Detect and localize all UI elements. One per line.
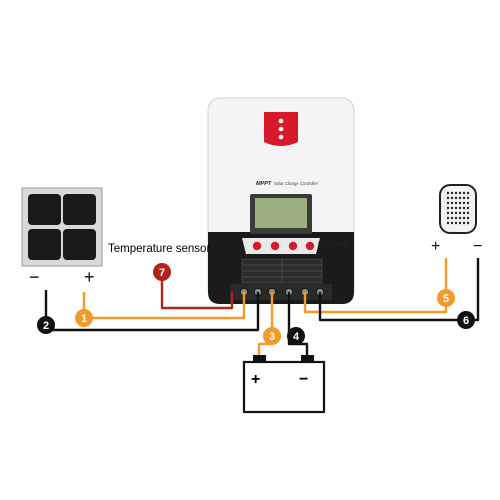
- enter-button[interactable]: [305, 241, 315, 251]
- lamp-led: [446, 191, 450, 195]
- wire-pv-negative: [44, 290, 260, 332]
- lamp-led: [466, 216, 470, 220]
- lamp-led: [462, 211, 466, 215]
- svg-text:4: 4: [293, 331, 300, 343]
- model-text: Solar Charge Controller: [274, 181, 319, 186]
- panel-cell: [28, 229, 61, 260]
- lamp-led: [458, 196, 462, 200]
- lamp-led: [462, 201, 466, 205]
- load-minus-label: −: [473, 238, 482, 255]
- panel-plus-label: +: [84, 267, 95, 287]
- lamp-led: [454, 191, 458, 195]
- lamp-led: [446, 221, 450, 225]
- lamp-led: [454, 201, 458, 205]
- battery-case: [242, 360, 326, 414]
- lamp-led: [450, 196, 454, 200]
- lamp-led: [454, 196, 458, 200]
- indicator-led-1: [278, 118, 284, 124]
- callout-4: 4: [287, 327, 305, 345]
- lamp-led: [446, 216, 450, 220]
- lamp-led: [466, 201, 470, 205]
- lamp-led: [446, 196, 450, 200]
- battery-negative-post: [301, 355, 314, 362]
- battery-plus-label: +: [251, 371, 260, 388]
- lamp-led: [450, 216, 454, 220]
- lamp-led: [454, 221, 458, 225]
- lamp-led: [458, 191, 462, 195]
- dc-load-lamp: + −: [431, 184, 482, 255]
- up-button[interactable]: [270, 241, 280, 251]
- charge-controller: MPPT Solar Charge Controller CE RoHS: [207, 97, 355, 304]
- battery-positive-post: [253, 355, 266, 362]
- lamp-led: [454, 211, 458, 215]
- lamp-led: [466, 221, 470, 225]
- panel-cell: [63, 229, 96, 260]
- lamp-led: [462, 216, 466, 220]
- lamp-led: [450, 211, 454, 215]
- lcd-screen: [255, 198, 307, 228]
- solar-panel: − +: [21, 187, 103, 287]
- callout-1: 1: [75, 309, 93, 327]
- lamp-led: [466, 206, 470, 210]
- wire-battery-positive: [257, 292, 274, 355]
- lamp-led: [446, 211, 450, 215]
- lamp-body: [439, 184, 477, 234]
- wire-pv-positive: [82, 292, 246, 320]
- wire-load-positive: [303, 258, 448, 314]
- lamp-led: [462, 206, 466, 210]
- load-plus-label: +: [431, 238, 440, 255]
- svg-text:2: 2: [43, 320, 49, 332]
- svg-text:7: 7: [159, 267, 165, 279]
- indicator-led-2: [278, 126, 284, 132]
- callout-6: 6: [457, 311, 475, 329]
- battery-minus-label: −: [299, 371, 308, 388]
- button-strip: [242, 238, 320, 254]
- lamp-led: [446, 206, 450, 210]
- panel-cell: [28, 194, 61, 225]
- panel-cell: [63, 194, 96, 225]
- lamp-led: [462, 221, 466, 225]
- wire-load-negative: [318, 258, 480, 322]
- lamp-led: [458, 216, 462, 220]
- lamp-led: [450, 206, 454, 210]
- lamp-led: [466, 191, 470, 195]
- panel-minus-label: −: [29, 267, 40, 287]
- lamp-led: [462, 196, 466, 200]
- lamp-led: [458, 206, 462, 210]
- wires: [44, 258, 480, 355]
- lamp-led: [466, 196, 470, 200]
- ce-mark: CE: [318, 241, 328, 248]
- callout-badges: 1 2 3 4 5 6 7: [37, 263, 475, 345]
- menu-button[interactable]: [252, 241, 262, 251]
- svg-text:5: 5: [443, 293, 449, 305]
- lamp-led: [458, 211, 462, 215]
- lamp-led: [454, 216, 458, 220]
- brand-text: MPPT: [256, 181, 272, 187]
- rohs-mark: RoHS: [331, 242, 347, 248]
- lamp-led: [458, 221, 462, 225]
- callout-7: 7: [153, 263, 171, 281]
- callout-5: 5: [437, 289, 455, 307]
- indicator-led-3: [278, 134, 284, 140]
- svg-text:6: 6: [463, 315, 469, 327]
- callout-3: 3: [263, 327, 281, 345]
- svg-text:3: 3: [269, 331, 275, 343]
- lamp-led-grid: [446, 191, 470, 225]
- down-button[interactable]: [288, 241, 298, 251]
- lamp-led: [450, 221, 454, 225]
- wire-temperature-sensor: [160, 272, 234, 310]
- terminal-block: [230, 284, 332, 300]
- lamp-led: [458, 201, 462, 205]
- battery: + −: [242, 355, 326, 414]
- callout-2: 2: [37, 316, 55, 334]
- lamp-led: [462, 191, 466, 195]
- svg-text:1: 1: [81, 313, 87, 325]
- lamp-led: [454, 206, 458, 210]
- lamp-led: [466, 211, 470, 215]
- temperature-sensor-label: Temperature sensor: [108, 243, 210, 255]
- lamp-led: [450, 201, 454, 205]
- lamp-led: [446, 201, 450, 205]
- lamp-led: [450, 191, 454, 195]
